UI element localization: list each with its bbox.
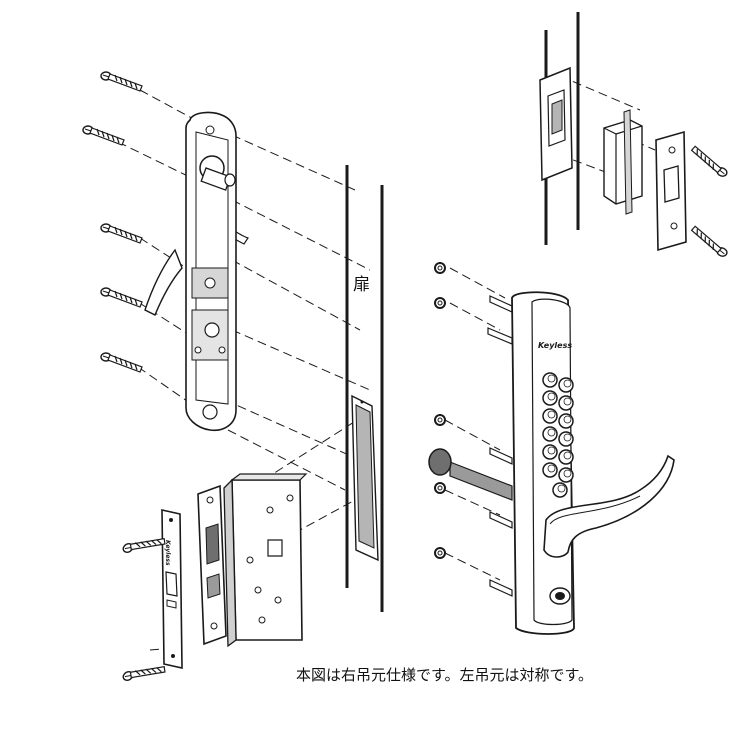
diagram-caption: 本図は右吊元仕様です。左吊元は対称です。 — [296, 666, 594, 684]
strike-brand-label: Keyless — [164, 540, 171, 566]
keypad-brand-label: Keyless — [538, 341, 572, 350]
washers — [428, 262, 452, 559]
mortise-lock-body — [197, 473, 308, 648]
lower-strike-plate: Keyless — [120, 508, 183, 693]
door-faceplate-recess — [351, 394, 379, 562]
frame-strike-assembly — [539, 12, 733, 259]
mounting-screws — [82, 71, 143, 373]
door-edge — [345, 165, 384, 612]
keypad-handle-unit: Keyless — [449, 291, 675, 635]
inner-handle-plate — [144, 111, 249, 432]
door-label: 扉 — [353, 275, 370, 295]
